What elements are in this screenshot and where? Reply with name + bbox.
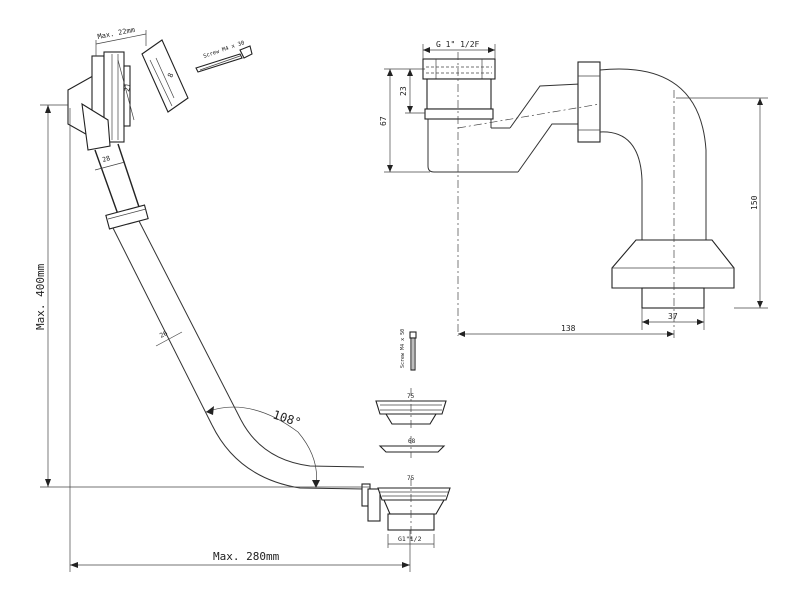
label-dim-8: 8 bbox=[166, 72, 175, 79]
dim-67: 67 bbox=[379, 68, 430, 173]
label-thread-trap: G 1" 1/2F bbox=[436, 40, 480, 49]
label-max-280mm: Max. 280mm bbox=[213, 550, 280, 563]
label-dim-75-bottom: 75 bbox=[407, 475, 415, 482]
dim-26: 26 bbox=[155, 329, 183, 347]
dim-150: 150 bbox=[676, 97, 768, 309]
drain-flange: 75 bbox=[375, 388, 447, 430]
label-dim-75-top: 75 bbox=[407, 393, 415, 400]
label-dim-28: 28 bbox=[101, 154, 111, 164]
label-thread-g112: G1"1/2 bbox=[398, 535, 422, 543]
dim-max-280mm: Max. 280mm bbox=[69, 108, 411, 572]
screw-bottom: Screw M4 x 50 bbox=[400, 329, 417, 371]
drain-body: 75 G1"1/2 bbox=[377, 475, 451, 548]
label-screw-bottom: Screw M4 x 50 bbox=[400, 329, 406, 368]
dim-138: 138 bbox=[458, 324, 674, 337]
label-dim-138: 138 bbox=[561, 324, 576, 333]
dim-28: 28 bbox=[94, 154, 126, 171]
dim-23: 23 bbox=[399, 68, 425, 114]
label-dim-67: 67 bbox=[379, 116, 388, 126]
dim-21: 21 bbox=[117, 59, 135, 121]
label-max-22mm: Max. 22mm bbox=[97, 26, 136, 41]
dim-37: 37 bbox=[641, 308, 705, 330]
screw-top: Screw M4 x 30 bbox=[195, 40, 253, 73]
dim-max-400mm: Max. 400mm bbox=[34, 104, 370, 488]
label-max-400mm: Max. 400mm bbox=[34, 263, 47, 330]
overflow-head bbox=[67, 39, 189, 151]
dim-thread-trap: G 1" 1/2F bbox=[422, 40, 496, 59]
label-angle-108: 108° bbox=[271, 408, 303, 430]
label-dim-37: 37 bbox=[668, 312, 678, 321]
dim-8: 8 bbox=[155, 57, 175, 99]
drain-gasket: 68 bbox=[378, 436, 446, 458]
trap-assembly bbox=[422, 52, 735, 340]
label-dim-68: 68 bbox=[408, 438, 416, 445]
overflow-pipe bbox=[94, 143, 381, 522]
label-dim-21: 21 bbox=[123, 83, 132, 93]
label-dim-23: 23 bbox=[399, 86, 408, 96]
label-dim-26: 26 bbox=[158, 329, 169, 340]
label-dim-150: 150 bbox=[750, 195, 759, 210]
